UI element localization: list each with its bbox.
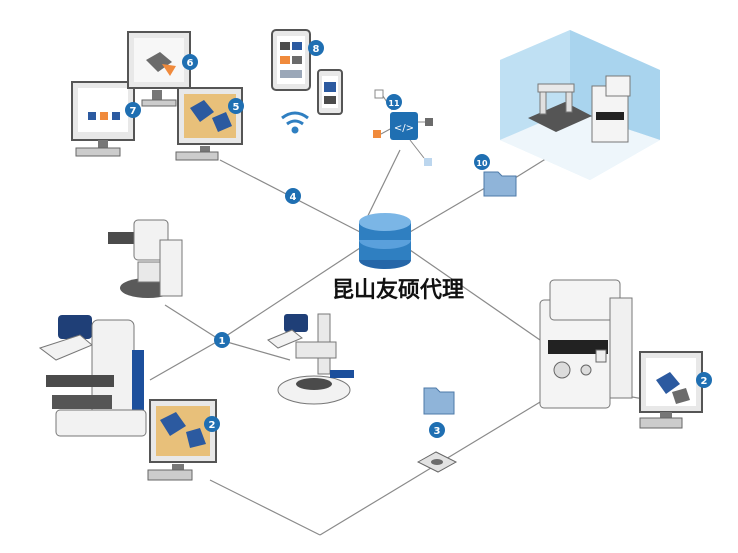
tablet-device [271, 29, 311, 91]
badge-6: 6 [182, 54, 198, 70]
upright-microscope [38, 315, 147, 437]
line-node1-to-stereo [219, 339, 291, 361]
stereo-microscope-top [108, 219, 183, 298]
badge-5: 5 [228, 98, 244, 114]
folder-icon-10 [483, 171, 517, 197]
badges: 1 2 2 3 4 5 6 7 [125, 40, 712, 438]
svg-text:3: 3 [434, 426, 441, 437]
svg-text:10: 10 [476, 159, 488, 168]
stereo-microscope-center [267, 313, 354, 405]
monitor-2-left [147, 399, 217, 481]
line-node1-to-upright [149, 339, 221, 381]
wifi-icon [281, 111, 309, 134]
cmm-machine [528, 83, 592, 132]
svg-text:6: 6 [187, 58, 194, 69]
badge-2-left: 2 [204, 416, 220, 432]
badge-10: 10 [474, 154, 490, 170]
monitor-6 [127, 31, 191, 107]
xray-microscope [539, 279, 633, 409]
folder-icon-3 [423, 387, 455, 415]
measurement-room [500, 30, 660, 180]
svg-text:8: 8 [313, 44, 320, 55]
line-node1-to-stereo-top [164, 304, 221, 341]
code-symbol: </> [394, 123, 414, 134]
badge-11: 11 [386, 94, 402, 110]
badge-4: 4 [285, 188, 301, 204]
svg-text:11: 11 [388, 99, 400, 108]
svg-text:5: 5 [233, 102, 240, 113]
badge-7: 7 [125, 102, 141, 118]
badge-1: 1 [214, 332, 230, 348]
badge-8: 8 [308, 40, 324, 56]
svg-text:4: 4 [290, 192, 297, 203]
line-hub-to-xray [409, 249, 541, 341]
overlay-text: 昆山友硕代理 [332, 277, 465, 303]
sample-holder-icon [416, 451, 458, 473]
badge-3: 3 [429, 422, 445, 438]
line-bottom-left [209, 479, 321, 536]
database-icon [359, 213, 411, 269]
monitor-5 [175, 87, 243, 161]
svg-text:1: 1 [219, 336, 226, 347]
svg-text:2: 2 [701, 376, 708, 387]
phone-device [317, 69, 343, 115]
line-hub-to-microscopes [219, 247, 361, 341]
line-hub-to-folder-10 [409, 184, 491, 233]
code-icon [390, 112, 418, 140]
room-xray-machine [591, 75, 631, 143]
badge-2-right: 2 [696, 372, 712, 388]
svg-text:2: 2 [209, 420, 216, 431]
monitor-7 [71, 81, 135, 157]
svg-text:7: 7 [130, 106, 137, 117]
monitor-2-right [639, 351, 703, 429]
api-node: </> [373, 89, 433, 166]
